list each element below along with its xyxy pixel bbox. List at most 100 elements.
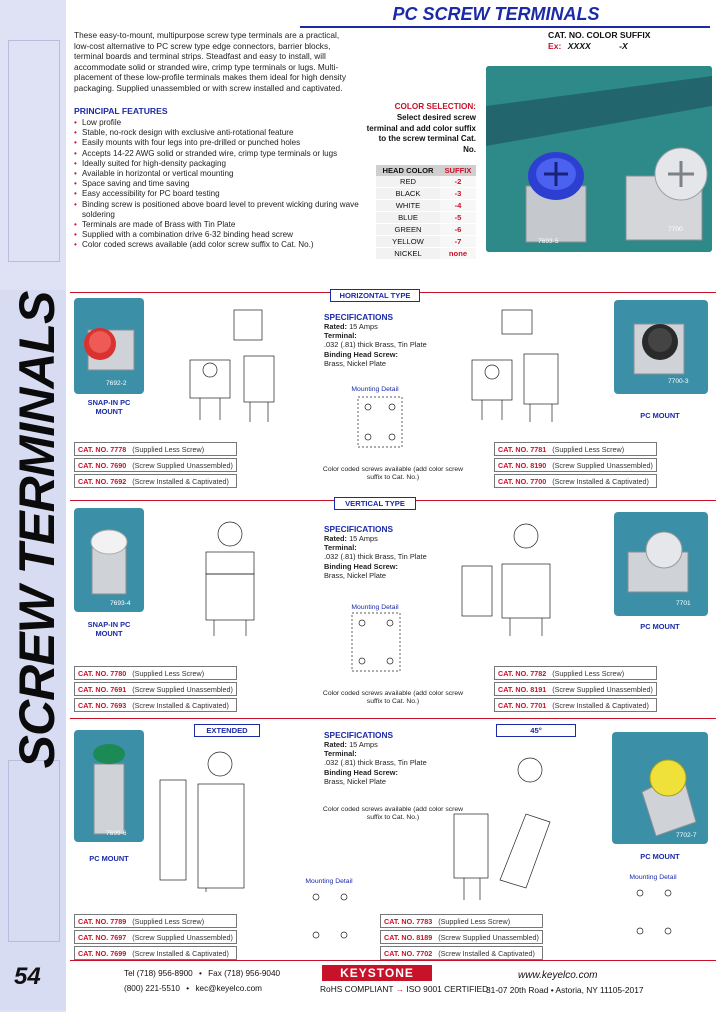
mounting-detail-title-a: Mounting Detail: [629, 874, 677, 881]
cat-list-vertical-left: CAT. NO. 7780(Supplied Less Screw) CAT. N…: [74, 666, 237, 714]
rated-label-v: Rated:: [324, 534, 347, 543]
color-row: BLUE-5: [376, 211, 476, 224]
photo-tag-7699-6: 7699-6: [106, 830, 127, 837]
color-row: YELLOW-7: [376, 235, 476, 248]
mount-label-pc-extended: PC MOUNT: [89, 854, 129, 863]
cat-number: CAT. NO. 8191: [498, 684, 547, 694]
rated-label-a: Rated:: [324, 740, 347, 749]
product-photo-7692-2: 7692-2: [74, 298, 144, 394]
color-suffix: none: [440, 247, 476, 260]
color-suffix: -5: [440, 211, 476, 224]
spec-title-vertical: SPECIFICATIONS: [324, 524, 393, 534]
cat-number: CAT. NO. 7697: [78, 932, 127, 942]
mounting-detail-vertical: Mounting Detail: [340, 604, 410, 672]
mounting-detail-diagram-h: [357, 396, 403, 448]
cat-row: CAT. NO. 7693(Screw Installed & Captivat…: [74, 698, 237, 712]
cat-description: (Supplied Less Screw): [552, 444, 625, 454]
intro-paragraph: These easy-to-mount, multipurpose screw …: [74, 30, 347, 93]
cat-description: (Screw Installed & Captivated): [552, 700, 649, 710]
terminal-label-h: Terminal:: [324, 331, 357, 341]
footer-email[interactable]: kec@keyelco.com: [195, 984, 262, 993]
cat-row: CAT. NO. 8189(Screw Supplied Unassembled…: [380, 930, 543, 944]
feature-item: Low profile: [74, 118, 374, 128]
cat-description: (Screw Supplied Unassembled): [132, 460, 233, 470]
rated-value-a: 15 Amps: [349, 740, 378, 749]
cat-number: CAT. NO. 7700: [498, 476, 547, 486]
cat-number: CAT. NO. 7789: [78, 916, 127, 926]
footer-divider: [70, 960, 716, 961]
cat-description: (Screw Supplied Unassembled): [438, 932, 539, 942]
color-note-vertical: Color coded screws available (add color …: [322, 690, 464, 706]
mount-label-pc-angled: PC MOUNT: [640, 852, 680, 861]
cat-row: CAT. NO. 7699(Screw Installed & Captivat…: [74, 946, 237, 960]
photo-tag-7692-2: 7692-2: [106, 380, 127, 387]
color-name: NICKEL: [376, 247, 440, 260]
feature-item: Available in horizontal or vertical moun…: [74, 169, 374, 179]
color-name: WHITE: [376, 199, 440, 212]
rohs-label: RoHS COMPLIANT: [320, 984, 394, 994]
arrow-right-icon: →: [395, 984, 405, 994]
color-row: BLACK-3: [376, 187, 476, 200]
terminal-value-h: .032 (.81) thick Brass, Tin Plate: [324, 340, 427, 350]
cat-number: CAT. NO. 7702: [384, 948, 433, 958]
cat-number: CAT. NO. 7692: [78, 476, 127, 486]
color-header-head-color: HEAD COLOR: [376, 165, 440, 176]
color-name: BLACK: [376, 187, 440, 200]
cat-row: CAT. NO. 7778(Supplied Less Screw): [74, 442, 237, 456]
website-link[interactable]: www.keyelco.com: [518, 970, 598, 981]
cat-description: (Screw Supplied Unassembled): [132, 684, 233, 694]
footer-tel: Tel (718) 956-8900: [124, 969, 193, 978]
screw-value-a: Brass, Nickel Plate: [324, 776, 387, 786]
mounting-detail-extended: Mounting Detail: [294, 878, 364, 944]
color-name: YELLOW: [376, 235, 440, 248]
sidebar-band: [0, 290, 66, 1010]
sidebar-ghost-drawing-lower: [8, 760, 60, 942]
terminal-label-a: Terminal:: [324, 749, 357, 759]
color-suffix: -4: [440, 199, 476, 212]
cat-row: CAT. NO. 7780(Supplied Less Screw): [74, 666, 237, 680]
photo-tag-7702-7: 7702-7: [676, 832, 697, 839]
cat-number: CAT. NO. 7781: [498, 444, 547, 454]
cat-row: CAT. NO. 7783(Supplied Less Screw): [380, 914, 543, 928]
product-photo-7700-3: 7700-3: [614, 300, 708, 394]
cat-description: (Screw Installed & Captivated): [132, 476, 229, 486]
feature-item: Supplied with a combination drive 6-32 b…: [74, 230, 374, 240]
feature-item: Color coded screws available (add color …: [74, 240, 374, 250]
cat-no-suffix-example: Ex: XXXX -X: [548, 41, 651, 52]
ex-label: Ex:: [548, 41, 562, 51]
cat-number: CAT. NO. 7783: [384, 916, 433, 926]
cat-number: CAT. NO. 7782: [498, 668, 547, 678]
drawing-horizontal-left: [189, 309, 275, 422]
sidebar: SCREW TERMINALS: [0, 0, 66, 1012]
cat-row: CAT. NO. 7692 (Screw Installed & Captivat…: [74, 474, 237, 488]
footer-contact-line1: Tel (718) 956-8900 • Fax (718) 956-9040: [124, 969, 281, 978]
terminal-value-a: .032 (.81) thick Brass, Tin Plate: [324, 758, 427, 768]
color-note-horizontal: Color coded screws available (add color …: [322, 466, 464, 482]
cat-row: CAT. NO. 7701(Screw Installed & Captivat…: [494, 698, 657, 712]
color-name: RED: [376, 176, 440, 188]
cat-description: (Screw Installed & Captivated): [552, 476, 649, 486]
main-photo-tag-right: 7700: [668, 226, 683, 233]
main-photo-illustration: [486, 66, 712, 252]
cat-list-vertical-right: CAT. NO. 7782(Supplied Less Screw)CAT. N…: [494, 666, 657, 714]
cat-list-horizontal-right: CAT. NO. 7781 (Supplied Less Screw) CAT. N…: [494, 442, 657, 490]
drawing-extended: [159, 751, 245, 892]
drawing-vertical-left: [205, 521, 255, 636]
cat-description: (Screw Supplied Unassembled): [552, 684, 653, 694]
color-selection-title: COLOR SELECTION:: [394, 102, 476, 111]
ex-suffix: -X: [619, 41, 628, 51]
spec-title-angled: SPECIFICATIONS: [324, 730, 393, 740]
screw-value-v: Brass, Nickel Plate: [324, 570, 387, 580]
cat-row: CAT. NO. 7782(Supplied Less Screw): [494, 666, 657, 680]
iso-label: ISO 9001 CERTIFIED: [406, 984, 489, 994]
cat-description: (Screw Supplied Unassembled): [132, 932, 233, 942]
cat-row: CAT. NO. 7697 (Screw Supplied Unassembled…: [74, 930, 237, 944]
mounting-detail-diagram-e: [312, 893, 348, 939]
cat-number: CAT. NO. 7693: [78, 700, 127, 710]
cat-row: CAT. NO. 7789(Supplied Less Screw): [74, 914, 237, 928]
color-header-suffix: SUFFIX: [440, 165, 476, 176]
screw-value-h: Brass, Nickel Plate: [324, 358, 387, 368]
mounting-detail-title-h: Mounting Detail: [351, 386, 399, 393]
rated-label-h: Rated:: [324, 322, 347, 331]
